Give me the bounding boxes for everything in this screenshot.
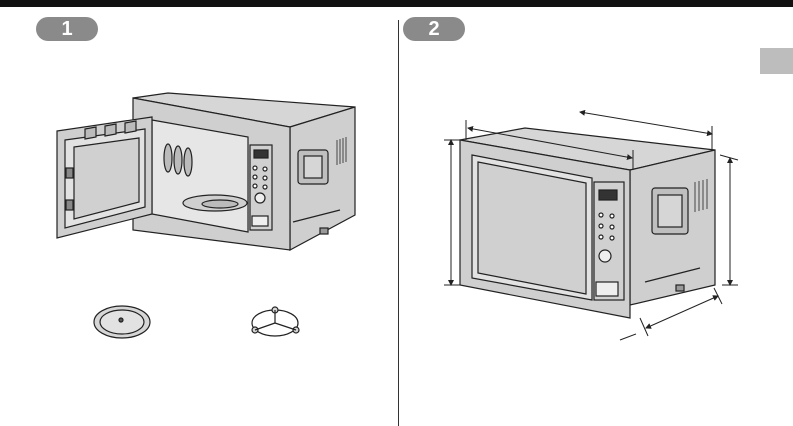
turntable-glass-plate-illustration (94, 306, 150, 338)
microwave-open-door-illustration (57, 93, 355, 250)
roller-ring-illustration (252, 307, 299, 336)
microwave-closed-illustration (460, 128, 715, 318)
